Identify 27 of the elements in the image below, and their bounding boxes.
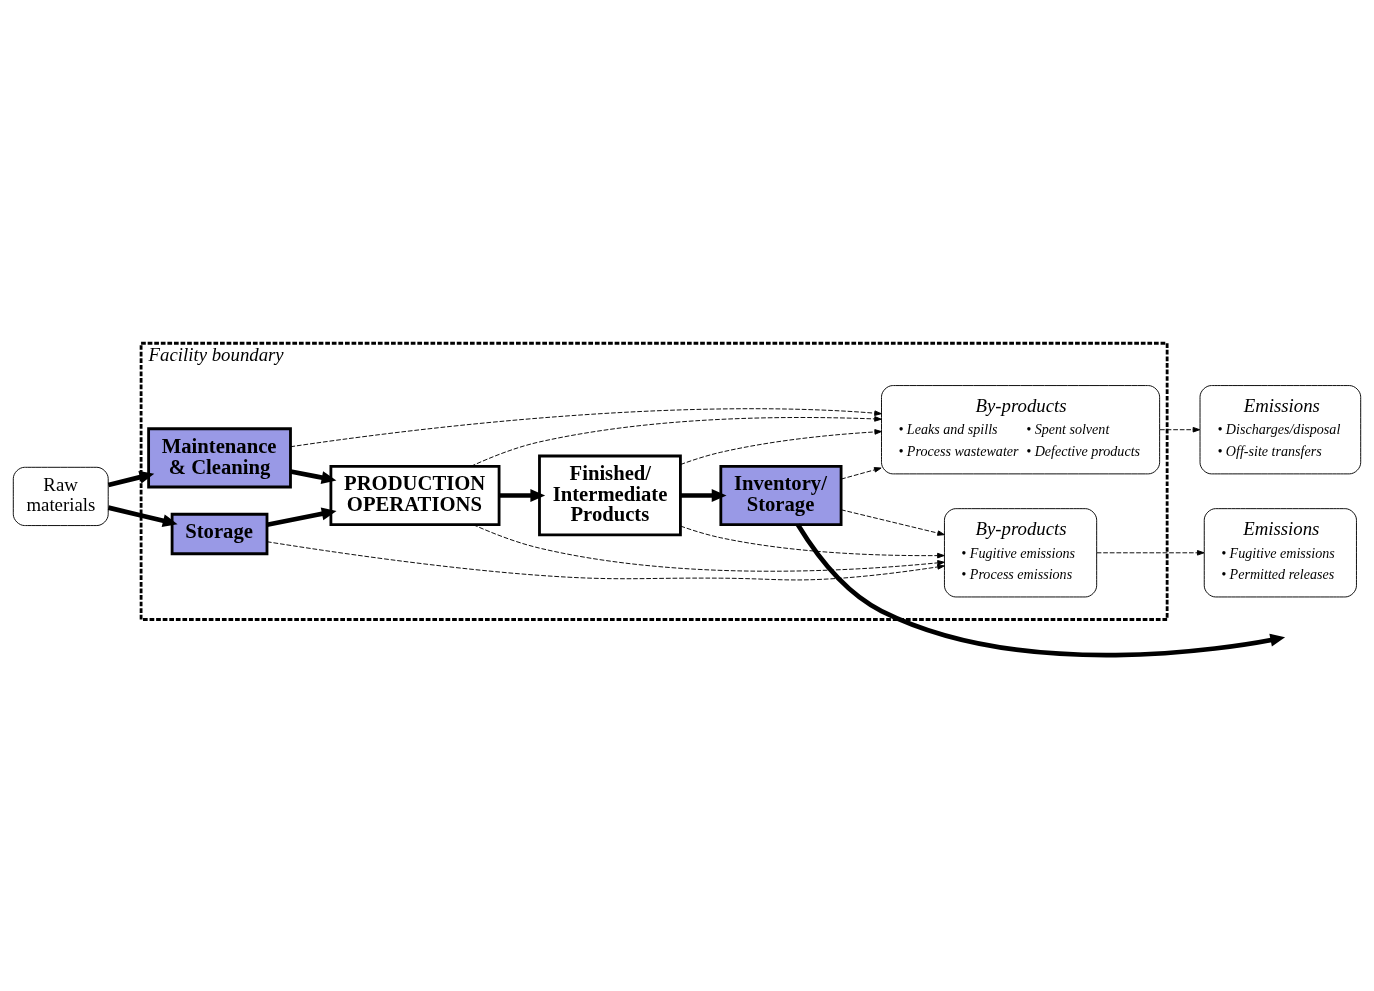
arrow <box>499 489 546 502</box>
arrow <box>290 408 882 448</box>
node-box: By-products • Fugitive emissions • Process emissions <box>944 508 1098 598</box>
node-box: Finished/ Intermediate Products <box>538 454 682 537</box>
node-box: Maintenance & Cleaning <box>147 427 292 489</box>
arrow <box>795 523 1286 658</box>
arrow <box>107 470 155 488</box>
arrow <box>1096 550 1205 556</box>
node-box: Raw materials <box>12 466 109 527</box>
node-box: Emissions • Discharges/disposal • Off-site transfers <box>1199 385 1362 475</box>
arrow <box>266 541 945 581</box>
arrow <box>290 469 337 484</box>
arrow <box>680 525 945 559</box>
arrow <box>680 429 882 465</box>
node-box: Inventory/ Storage <box>719 464 843 527</box>
node-box: Storage <box>170 512 269 556</box>
node-box: By-products • Leaks and spills • Spent solvent • Process wastewater • Defective products <box>881 385 1161 475</box>
arrow <box>107 505 178 528</box>
arrow <box>840 509 945 536</box>
arrow <box>1159 426 1201 433</box>
arrow <box>470 416 882 467</box>
arrow <box>266 507 337 528</box>
arrow <box>840 467 882 480</box>
node-box: Emissions • Fugitive emissions • Permitted releases <box>1203 508 1357 598</box>
arrow <box>472 524 945 572</box>
node-box: PRODUCTION OPERATIONS <box>329 464 501 527</box>
arrow <box>680 489 727 502</box>
